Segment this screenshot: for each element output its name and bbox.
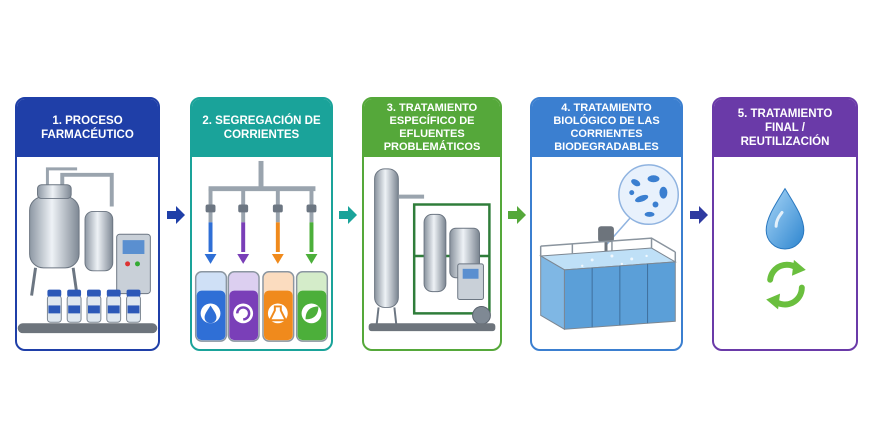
step-5-title: 5. TRATAMIENTO FINAL / REUTILIZACIÓN — [714, 99, 856, 157]
step-5-illustration — [714, 157, 856, 349]
pharmaceutical-reactor-icon — [17, 167, 158, 334]
step-1-card: 1. PROCESO FARMACÉUTICO — [15, 97, 160, 351]
flow-arrow-3-icon — [508, 206, 526, 224]
segregation-manifold-icon — [194, 160, 329, 342]
step-2-illustration — [192, 157, 331, 349]
step-4-title: 4. TRATAMIENTO BIOLÓGICO DE LAS CORRIENT… — [532, 99, 681, 157]
step-3-card: 3. TRATAMIENTO ESPECÍFICO DE EFLUENTES P… — [362, 97, 502, 351]
flow-arrow-4-icon — [690, 206, 708, 224]
specific-treatment-plant-icon — [368, 168, 496, 332]
biological-treatment-tank-icon — [539, 164, 679, 331]
step-4-card: 4. TRATAMIENTO BIOLÓGICO DE LAS CORRIENT… — [530, 97, 683, 351]
step-3-title: 3. TRATAMIENTO ESPECÍFICO DE EFLUENTES P… — [364, 99, 500, 157]
step-1-illustration — [17, 157, 158, 349]
step-2-title: 2. SEGREGACIÓN DE CORRIENTES — [192, 99, 331, 157]
flow-arrow-2-icon — [339, 206, 357, 224]
step-5-card: 5. TRATAMIENTO FINAL / REUTILIZACIÓN — [712, 97, 858, 351]
flow-arrow-1-icon — [167, 206, 185, 224]
step-3-illustration — [364, 157, 500, 349]
water-reuse-icon — [765, 187, 806, 310]
step-2-card: 2. SEGREGACIÓN DE CORRIENTES — [190, 97, 333, 351]
step-1-title: 1. PROCESO FARMACÉUTICO — [17, 99, 158, 157]
water-drop-icon — [765, 187, 805, 250]
step-4-illustration — [532, 157, 681, 349]
